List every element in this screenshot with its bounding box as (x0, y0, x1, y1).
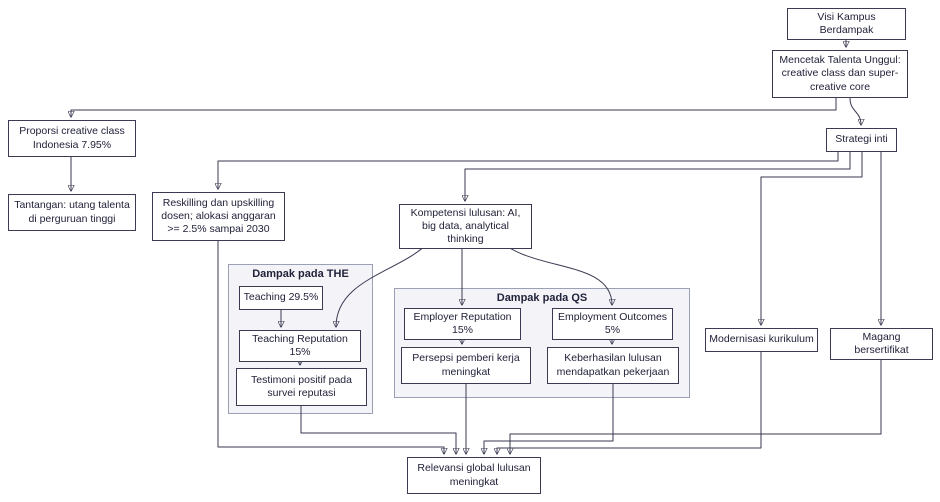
node-employer-reputation: Employer Reputation 15% (404, 308, 521, 341)
node-employment-outcomes: Employment Outcomes 5% (552, 308, 673, 341)
edge-mencetak-to-proporsi (71, 98, 837, 117)
edge-magang-to-relevansi (510, 352, 882, 454)
node-strategi-inti: Strategi inti (826, 128, 897, 152)
node-tantangan-utang-talenta: Tantangan: utang talenta di perguruan ti… (8, 194, 136, 231)
edge-kompetensi-to-teaching-reputation (336, 240, 431, 327)
node-visi-kampus-berdampak: Visi Kampus Berdampak (787, 8, 906, 41)
edge-keberhasilan-to-relevansi (484, 384, 614, 454)
edge-strategi-to-modernisasi (761, 152, 863, 325)
node-reskilling-upskilling-dosen: Reskilling dan upskilling dosen; alokasi… (152, 192, 285, 241)
node-keberhasilan-lulusan: Keberhasilan lulusan mendapatkan pekerja… (547, 347, 679, 384)
edge-kompetensi-to-employment-outcomes (499, 240, 612, 305)
edge-testimoni-to-relevansi (300, 406, 456, 454)
node-magang-bersertifikat: Magang bersertifikat (830, 328, 933, 361)
edge-strategi-to-reskilling (218, 152, 839, 189)
node-mencetak-talenta-unggul: Mencetak Talenta Unggul: creative class … (772, 50, 908, 98)
edge-reskilling-to-relevansi (217, 241, 444, 454)
node-teaching-reputation: Teaching Reputation 15% (239, 330, 361, 363)
group-dampak-pada-qs-label: Dampak pada QS (496, 292, 588, 304)
node-relevansi-global-lulusan: Relevansi global lulusan meningkat (407, 457, 541, 494)
group-dampak-pada-the-label: Dampak pada THE (252, 268, 349, 280)
node-modernisasi-kurikulum: Modernisasi kurikulum (705, 328, 818, 352)
node-persepsi-pemberi-kerja: Persepsi pemberi kerja meningkat (401, 347, 531, 384)
node-teaching: Teaching 29.5% (239, 286, 323, 310)
edge-modernisasi-to-relevansi (497, 352, 762, 454)
edge-mencetak-to-strategi (849, 97, 861, 125)
edge-strategi-to-kompetensi (465, 152, 851, 201)
node-kompetensi-lulusan: Kompetensi lulusan: AI, big data, analyt… (399, 204, 532, 250)
node-testimoni-positif: Testimoni positif pada survei reputasi (236, 368, 367, 406)
node-proporsi-creative-class: Proporsi creative class Indonesia 7.95% (8, 120, 136, 157)
